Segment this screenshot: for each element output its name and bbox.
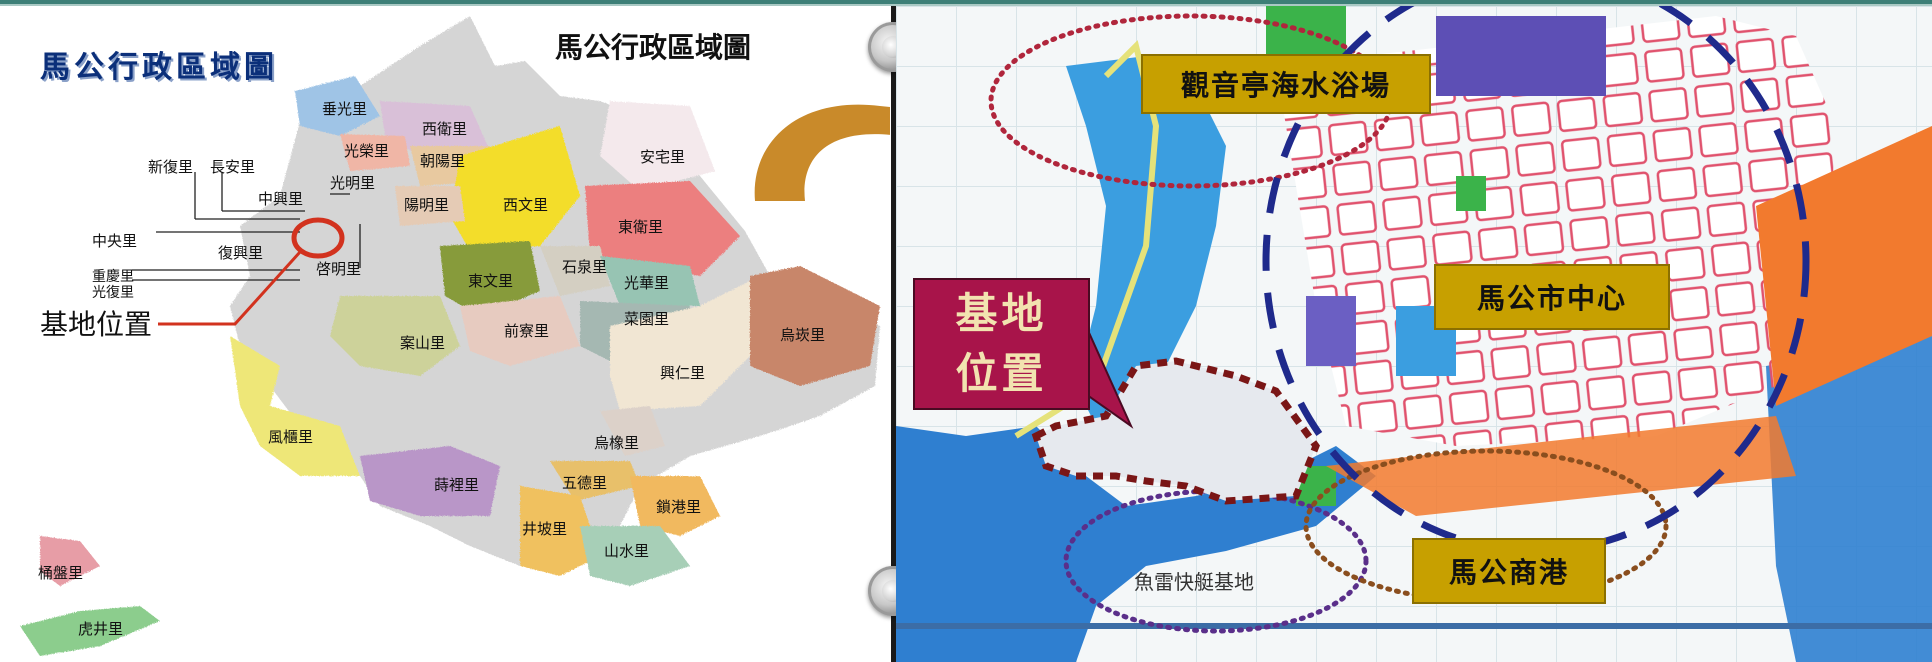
label-tongpan: 桶盤里 [38,564,84,582]
label-hujing: 虎井里 [78,620,124,638]
site-location-callout: 基地 位置 [913,278,1090,410]
label-fengui: 風櫃里 [268,428,314,446]
site-boundary [1031,357,1320,505]
site-marker-circle [291,217,345,259]
direction-arrow [754,104,890,201]
district-anshan [330,296,460,376]
label-jilu: 烏橡里 [594,434,640,452]
label-wude: 五德里 [562,474,608,492]
label-dongwen: 東文里 [468,272,514,290]
label-changan: 長安里 [210,158,256,176]
panel-divider [891,6,896,662]
label-guanghua: 光華里 [624,274,670,292]
park-area-2 [1456,176,1486,211]
district-shiquan [540,246,610,296]
district-dongwen [440,241,540,316]
map-title: 馬公行政區域圖 [40,50,278,85]
district-anzhai [600,101,715,191]
district-chuiguang [295,76,380,136]
port-zone [1326,416,1796,516]
top-accent-line-light [0,4,1932,6]
label-shanshui: 山水里 [604,542,650,560]
label-chongqing: 重慶里 [92,269,134,285]
district-xiwen [450,126,580,251]
park-area-1 [1266,6,1346,56]
site-pointer-line [158,250,302,326]
district-dongwei [585,181,740,276]
site-callout-line1: 基地 [955,289,1048,338]
label-zhongxing: 中興里 [258,190,304,208]
label-dongwei: 東衛里 [618,218,664,236]
district-xiwei [380,101,490,156]
label-xinfu: 新復里 [148,158,194,176]
district-shanshui [580,526,690,586]
ferry-base-label: 魚雷快艇基地 [1134,570,1254,594]
beach-label: 觀音亭海水浴場 [1141,54,1431,114]
label-chuiguang: 垂光里 [322,100,368,118]
district-map-graphic [20,16,890,656]
district-zone-purple-1 [1436,16,1606,96]
district-zone-purple-2 [1306,296,1356,366]
site-location-map: 觀音亭海水浴場 馬公市中心 馬公商港 魚雷快艇基地 [896,6,1932,662]
label-yangming: 陽明里 [404,196,450,214]
label-qiming: 啓明里 [316,260,362,278]
label-anshan: 案山里 [400,334,446,352]
district-yangming [395,186,465,226]
label-guangfu: 光復里 [92,285,134,301]
administrative-district-map: 馬公行政區域圖 馬公行政區域圖 基地位置 垂光里 西衛里 光榮里 朝陽里 安宅里… [0,6,890,662]
label-zhongyang: 中央里 [92,232,138,250]
district-guanghua [600,256,700,306]
district-hujing [20,606,160,656]
label-guangming: 光明里 [330,174,376,192]
city-center-label: 馬公市中心 [1434,264,1670,330]
district-xingren [610,276,760,411]
top-accent-line [0,0,1932,4]
label-suogang: 鎖港里 [656,498,702,516]
label-xiwei: 西衛里 [422,120,468,138]
label-niaoyu: 烏崁里 [780,326,826,344]
east-sea [1766,336,1932,662]
district-tongpan [40,536,100,586]
label-zhaoyang: 朝陽里 [420,152,466,170]
district-fengui [230,336,360,476]
label-guangrong: 光榮里 [344,142,390,160]
label-fuxing: 復興里 [218,244,264,262]
label-anzhai: 安宅里 [640,148,686,166]
label-xiwen: 西文里 [503,196,549,214]
harbor-label: 馬公商港 [1412,538,1606,604]
district-niaoyu [750,266,880,386]
district-shili [360,446,500,516]
label-xingren: 興仁里 [660,364,706,382]
district-jingpo [520,486,600,576]
label-jingpo: 井坡里 [522,520,568,538]
label-caiyuan: 菜園里 [624,310,670,328]
district-suogang [630,476,720,536]
label-qianliao: 前寮里 [504,322,550,340]
label-shiquan: 石泉里 [562,258,608,276]
site-location-label: 基地位置 [40,308,153,341]
label-shili: 蒔裡里 [434,476,480,494]
district-qianliao [460,296,580,366]
page-title: 馬公行政區域圖 [555,31,752,64]
site-callout-line2: 位置 [955,349,1048,398]
district-jilu [600,406,665,456]
district-wude [550,461,640,501]
district-guangrong [340,134,410,171]
